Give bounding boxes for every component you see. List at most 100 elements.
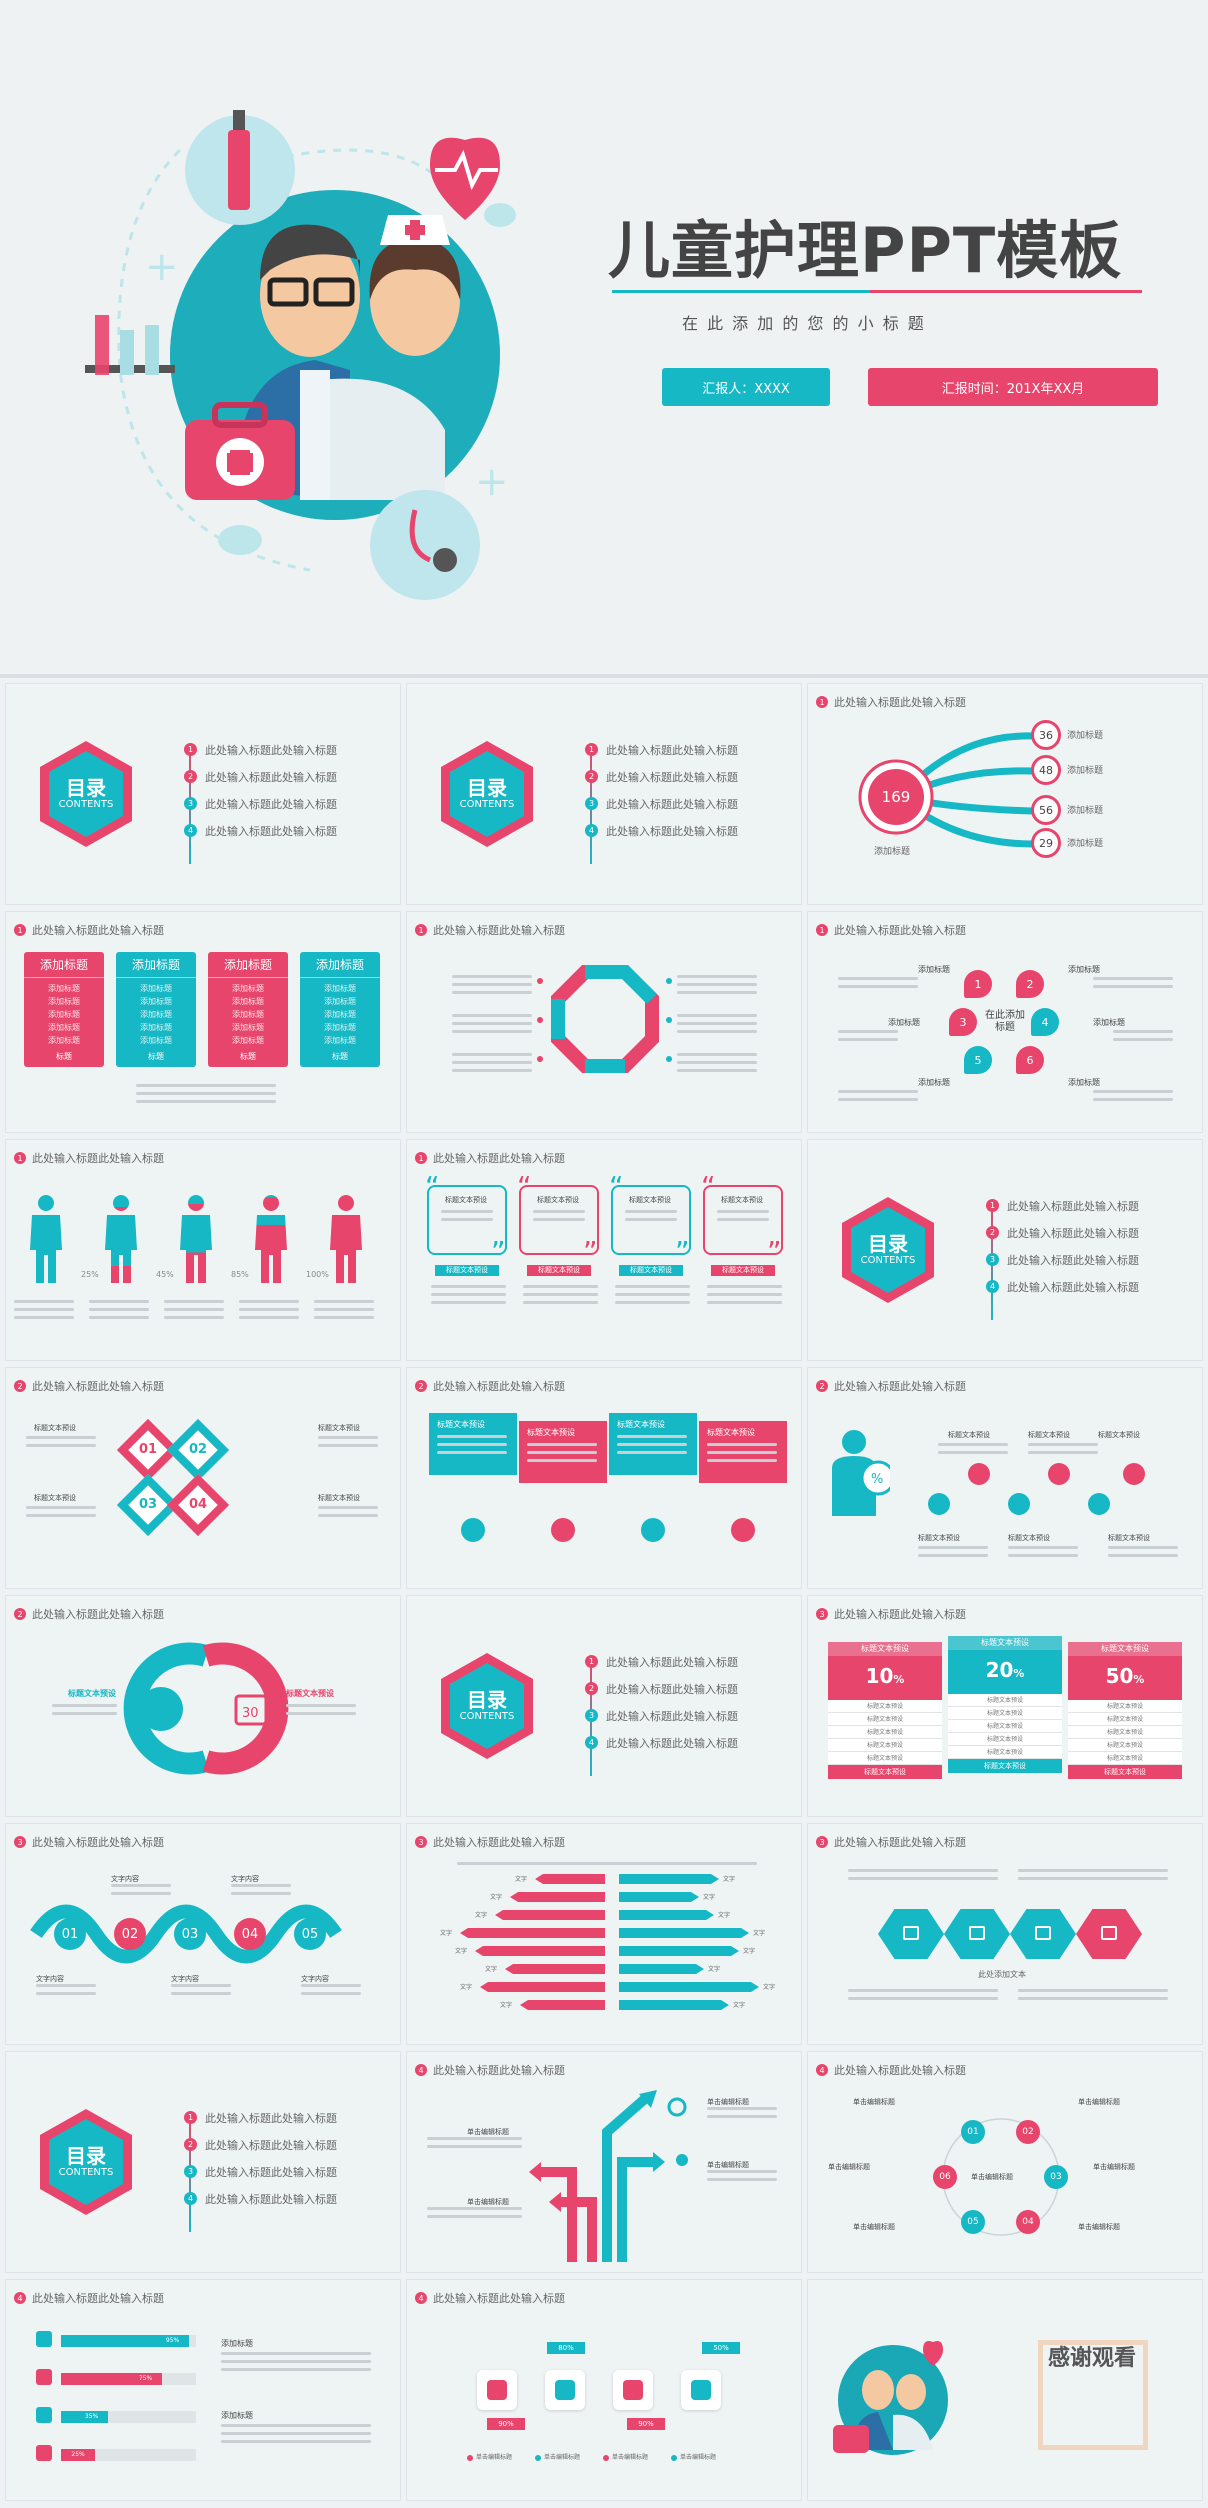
placeholder-line [14,1308,74,1311]
placeholder-line [26,1514,96,1517]
label: 单击编辑标题 [467,2128,509,2136]
placeholder-line [1018,1869,1168,1872]
placeholder-line [221,2440,371,2443]
price-column: 标题文本预设 50% 标题文本预设标题文本预设标题文本预设标题文本预设标题文本预… [1068,1642,1182,1779]
toc-hexagon [441,1653,533,1759]
table-cell: 标题文本预设 [828,1739,942,1752]
bullet-label: 单击编辑标题 [544,2454,581,2461]
toc-number: 1 [184,743,197,756]
placeholder-line [221,2424,371,2427]
card-label: 标题 [240,1052,256,1061]
process-icon [623,2380,643,2400]
person-icon [30,1195,62,1283]
node-circle [1008,1493,1030,1515]
section-title: 添加标题 [221,2411,253,2420]
bar-right-label: 文字 [708,1966,721,1973]
center-label: 在此添加标题 [985,1010,1025,1033]
bullet [671,2455,677,2461]
toc-number: 4 [986,1280,999,1293]
placeholder-line [707,2107,777,2110]
toc-item-text: 此处输入标题此处输入标题 [205,2111,337,2125]
toc-subtitle: CONTENTS [459,799,515,810]
card-row: 添加标题 [324,1010,356,1019]
section-number-icon: 4 [415,2292,427,2304]
hex-node [944,1909,1010,1959]
ribbon-title: 标题文本预设 [437,1420,485,1429]
placeholder-line [111,1884,171,1887]
placeholder-line [677,1014,757,1017]
toc-number: 2 [585,770,598,783]
placeholder-line [938,1443,1008,1446]
placeholder-line [431,1293,506,1296]
quote-tag: 标题文本预设 [619,1265,683,1276]
toc-hexagon [40,2109,132,2215]
cycle-node: 04 [1016,2210,1040,2234]
placeholder-line [707,1443,777,1446]
placeholder-line [615,1301,690,1304]
petal: 2 [1016,970,1044,998]
label-left-top: 标题文本预设 [34,1424,76,1432]
placeholder-line [452,991,532,994]
table-cell: 标题文本预设 [948,1707,1062,1720]
cycle-node: 06 [933,2165,957,2189]
quote-box [703,1185,783,1255]
placeholder-line [1008,1546,1078,1549]
progress-label: 75% [138,2375,153,2382]
card-row: 添加标题 [48,1023,80,1032]
placeholder-line [111,1892,171,1895]
slide-header-text: 此处输入标题此处输入标题 [834,696,966,709]
quote-tag: 标题文本预设 [711,1265,775,1276]
label: 单击编辑标题 [1093,2163,1135,2171]
toc-item-text: 此处输入标题此处输入标题 [205,2165,337,2179]
placeholder-line [717,1218,769,1221]
section-number-icon: 3 [816,1608,828,1620]
placeholder-line [427,2215,522,2218]
card-row: 添加标题 [48,1036,80,1045]
bar-right [619,1892,699,1902]
slide-thumbnail[interactable]: 感谢观看 [807,2279,1203,2501]
label: 单击编辑标题 [467,2198,509,2206]
placeholder-line [677,991,757,994]
placeholder-line [14,1300,74,1303]
hex-node [1076,1909,1142,1959]
progress-fill [61,2335,190,2347]
placeholder-line [437,1443,507,1446]
placeholder-line [918,1554,988,1557]
card-row: 添加标题 [232,1023,264,1032]
toc-item-text: 此处输入标题此处输入标题 [606,743,738,757]
section-number-icon: 3 [816,1836,828,1848]
slide-header-text: 此处输入标题此处输入标题 [32,2292,164,2305]
placeholder-line [1113,1038,1173,1041]
node-label: 标题文本预设 [1008,1534,1050,1542]
wave-path [30,1904,342,1964]
